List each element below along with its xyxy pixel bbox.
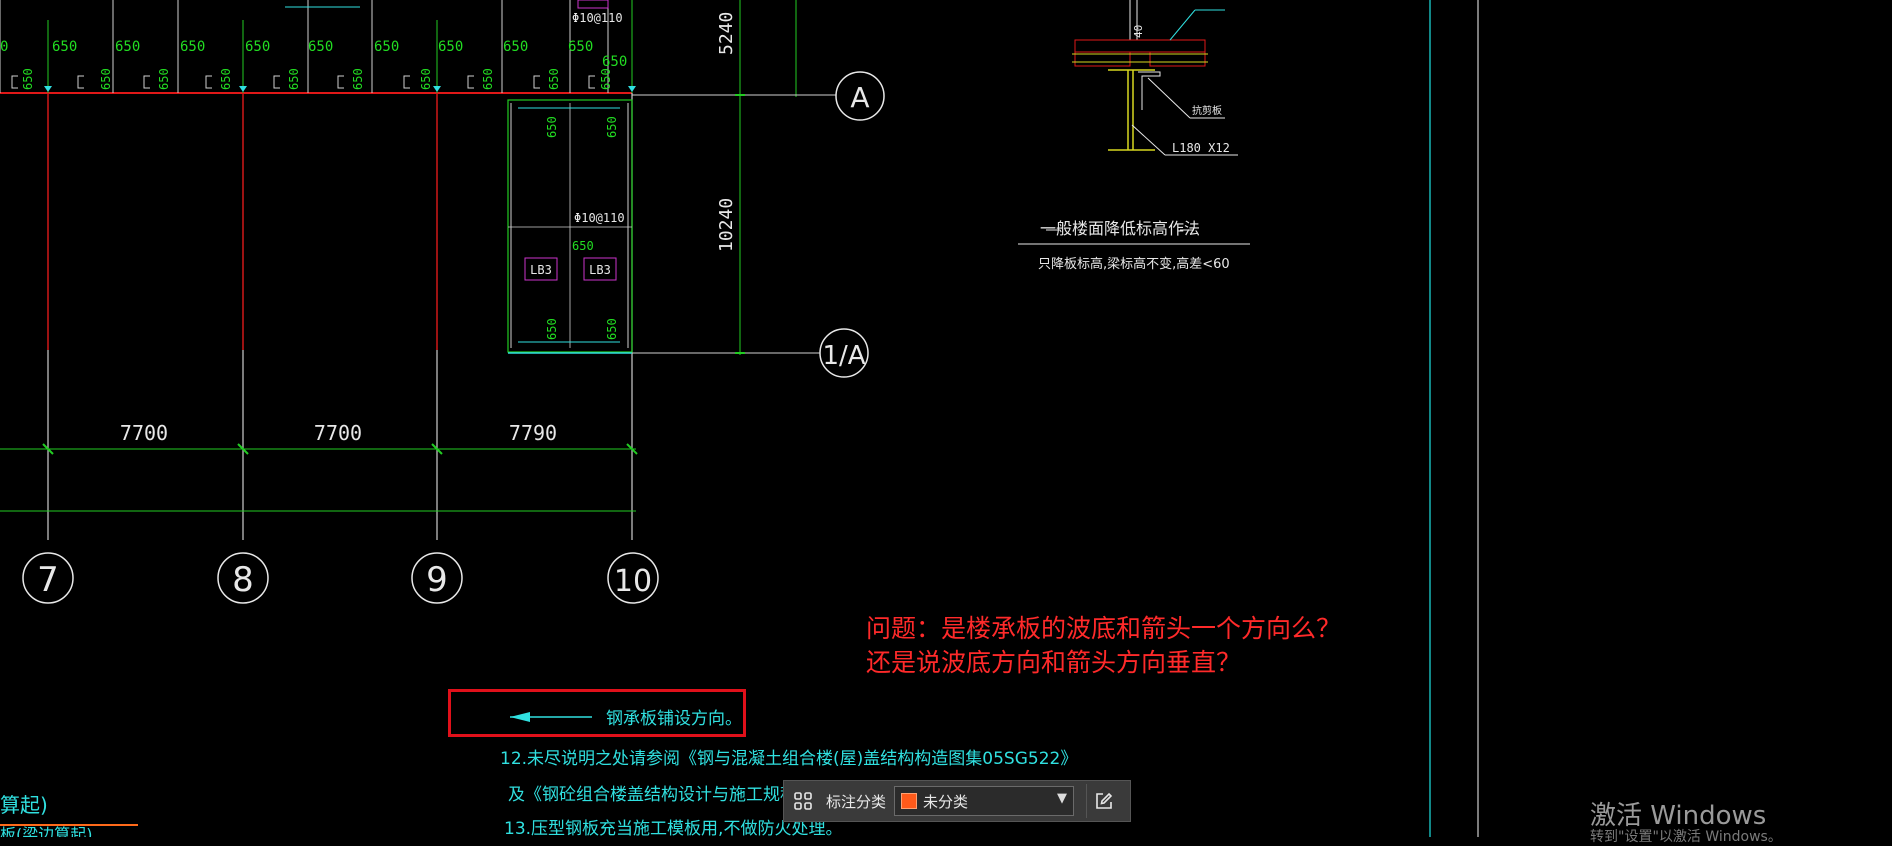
color-swatch: [901, 793, 918, 809]
edit-icon[interactable]: [1086, 784, 1121, 818]
svg-text:650: 650: [605, 318, 619, 340]
question-annotation: 问题：是楼承板的波底和箭头一个方向么？ 还是说波底方向和箭头方向垂直？: [866, 612, 1341, 680]
grid-bubble-A: [835, 71, 885, 121]
question-line-2: 还是说波底方向和箭头方向垂直？: [866, 648, 1242, 677]
slab-tag-box: [583, 257, 617, 281]
section-detail: [1072, 0, 1238, 156]
detail-top-label: 40: [1132, 25, 1145, 38]
dim-label-v1: 5240: [716, 12, 737, 55]
question-line-1: 问题：是楼承板的波底和箭头一个方向么？: [866, 614, 1342, 643]
detail-plate-label: 抗剪板: [1192, 104, 1222, 117]
grid-bubble-7: [22, 552, 74, 604]
svg-text:650: 650: [351, 68, 365, 90]
svg-text:650: 650: [547, 68, 561, 90]
grid-label-A: A: [850, 81, 869, 114]
slab-tag-left: LB3: [530, 263, 552, 277]
bracket-group: [11, 75, 595, 89]
slab-outline: [507, 99, 633, 353]
activation-watermark-sub: 转到"设置"以激活 Windows。: [1590, 829, 1782, 845]
dim-tick-group: [42, 443, 638, 455]
toolbar-label: 标注分类: [826, 792, 887, 811]
dim-label: 650: [180, 39, 205, 55]
svg-text:650: 650: [572, 239, 594, 253]
note-line-12b: 及《钢砼组合楼盖结构设计与施工规程》Y: [508, 785, 825, 805]
svg-text:650: 650: [545, 318, 559, 340]
rebar-label-mid: Φ10@110: [574, 211, 625, 225]
note-fragment-1: 算起): [0, 793, 48, 817]
slab-tag-right: LB3: [589, 263, 611, 277]
grid-bubble-10: [607, 552, 659, 604]
grid-icon[interactable]: [784, 781, 822, 821]
svg-text:650: 650: [605, 116, 619, 138]
dim-label-row-rotated: 650 650 650 650 650 650 650 650 650 650: [21, 68, 613, 90]
svg-text:650: 650: [481, 68, 495, 90]
svg-text:650: 650: [287, 68, 301, 90]
dim-label: 0: [0, 39, 8, 55]
chevron-down-icon: ▼: [1057, 791, 1068, 806]
svg-text:650: 650: [599, 68, 613, 90]
grid-bubble-9: [411, 552, 463, 604]
annotation-highlight-box: [448, 689, 746, 737]
arrow-left-icon: [510, 712, 530, 722]
category-selected-value: 未分类: [923, 792, 969, 811]
dim-label-d2: 7700: [314, 421, 362, 445]
detail-title: 一般楼面降低标高作法: [1040, 219, 1200, 238]
grid-label-7: 7: [37, 560, 59, 600]
grid-label-10: 10: [614, 564, 652, 599]
note-line-12: 12.未尽说明之处请参阅《钢与混凝土组合楼(屋)盖结构构造图集05SG522》: [500, 749, 1077, 769]
dim-label-d1: 7700: [120, 421, 168, 445]
grid-bubble-1A: [819, 328, 869, 378]
grid-label-8: 8: [232, 560, 254, 600]
grid-label-1A: 1/A: [822, 341, 865, 371]
dim-label-d3: 7790: [509, 421, 557, 445]
svg-text:650: 650: [545, 116, 559, 138]
note-fragment-2: 板(梁边算起): [0, 825, 93, 837]
dim-label: 650: [308, 39, 333, 55]
legend-text: 钢承板铺设方向。: [606, 709, 742, 729]
slab-tag-box: [524, 257, 558, 281]
grid-label-9: 9: [426, 560, 448, 600]
dim-label: 650: [602, 54, 627, 70]
detail-angle-label: L180 X12: [1172, 141, 1230, 155]
dim-label: 650: [568, 39, 593, 55]
svg-text:650: 650: [219, 68, 233, 90]
rebar-label-top: Φ10@110: [572, 11, 623, 25]
slab-tag-box: [577, 0, 609, 9]
note-line-13: 13.压型钢板充当施工模板用,不做防火处理。: [504, 819, 842, 837]
activation-watermark: 激活 Windows: [1590, 801, 1767, 831]
svg-text:650: 650: [419, 68, 433, 90]
dim-label: 650: [438, 39, 463, 55]
dim-label: 650: [52, 39, 77, 55]
category-select[interactable]: 未分类 ▼: [894, 786, 1075, 816]
svg-text:650: 650: [21, 68, 35, 90]
annotation-toolbar: 标注分类 未分类 ▼: [783, 780, 1131, 822]
dim-label: 650: [374, 39, 399, 55]
slab-dim-group: 650 650 650 650 650: [545, 116, 619, 340]
detail-note: 只降板标高,梁标高不变,高差<60: [1038, 256, 1230, 272]
dim-label-v2: 10240: [716, 198, 737, 252]
svg-text:650: 650: [99, 68, 113, 90]
node-marker-group: [44, 86, 636, 92]
svg-text:650: 650: [157, 68, 171, 90]
dim-label-row: 0 650 650 650 650 650 650 650 650 650 65…: [0, 39, 627, 70]
dim-label: 650: [245, 39, 270, 55]
dim-label: 650: [503, 39, 528, 55]
tick-group: [0, 0, 609, 93]
dim-label: 650: [115, 39, 140, 55]
tick-group: [47, 0, 633, 93]
grid-bubble-8: [217, 552, 269, 604]
